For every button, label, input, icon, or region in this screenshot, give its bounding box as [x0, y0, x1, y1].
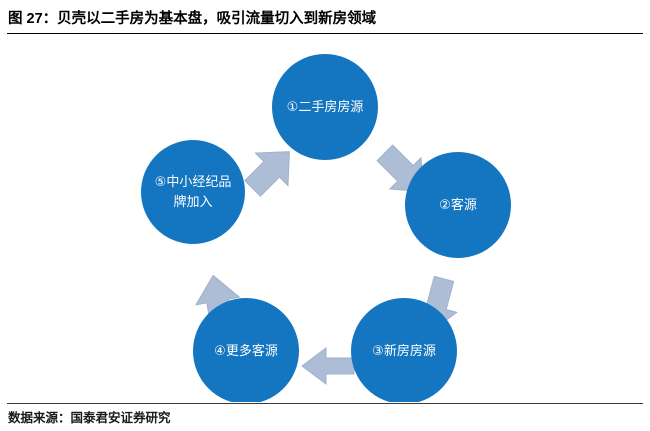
arrow-up-right-icon [240, 142, 302, 198]
cycle-diagram: ①二手房房源 ②客源 ③新房房源 ④更多客源 ⑤中小经纪品牌加入 [0, 34, 650, 402]
source-divider [7, 403, 643, 404]
cycle-node-1[interactable]: ①二手房房源 [272, 54, 378, 160]
cycle-node-3-label: ③新房房源 [372, 343, 436, 358]
cycle-node-1-label: ①二手房房源 [286, 99, 364, 114]
title-divider [7, 33, 643, 34]
cycle-node-5[interactable]: ⑤中小经纪品牌加入 [141, 140, 245, 244]
figure-source: 数据来源：国泰君安证券研究 [8, 411, 171, 425]
cycle-node-4[interactable]: ④更多客源 [193, 298, 299, 402]
cycle-node-3[interactable]: ③新房房源 [351, 298, 457, 402]
cycle-node-4-label: ④更多客源 [214, 343, 278, 358]
cycle-node-2[interactable]: ②客源 [405, 152, 511, 258]
cycle-node-5-label: ⑤中小经纪品牌加入 [154, 174, 232, 209]
figure-title: 图 27：贝壳以二手房为基本盘，吸引流量切入到新房领域 [8, 11, 377, 27]
cycle-node-2-label: ②客源 [439, 197, 477, 212]
arrow-left-icon [300, 344, 356, 388]
